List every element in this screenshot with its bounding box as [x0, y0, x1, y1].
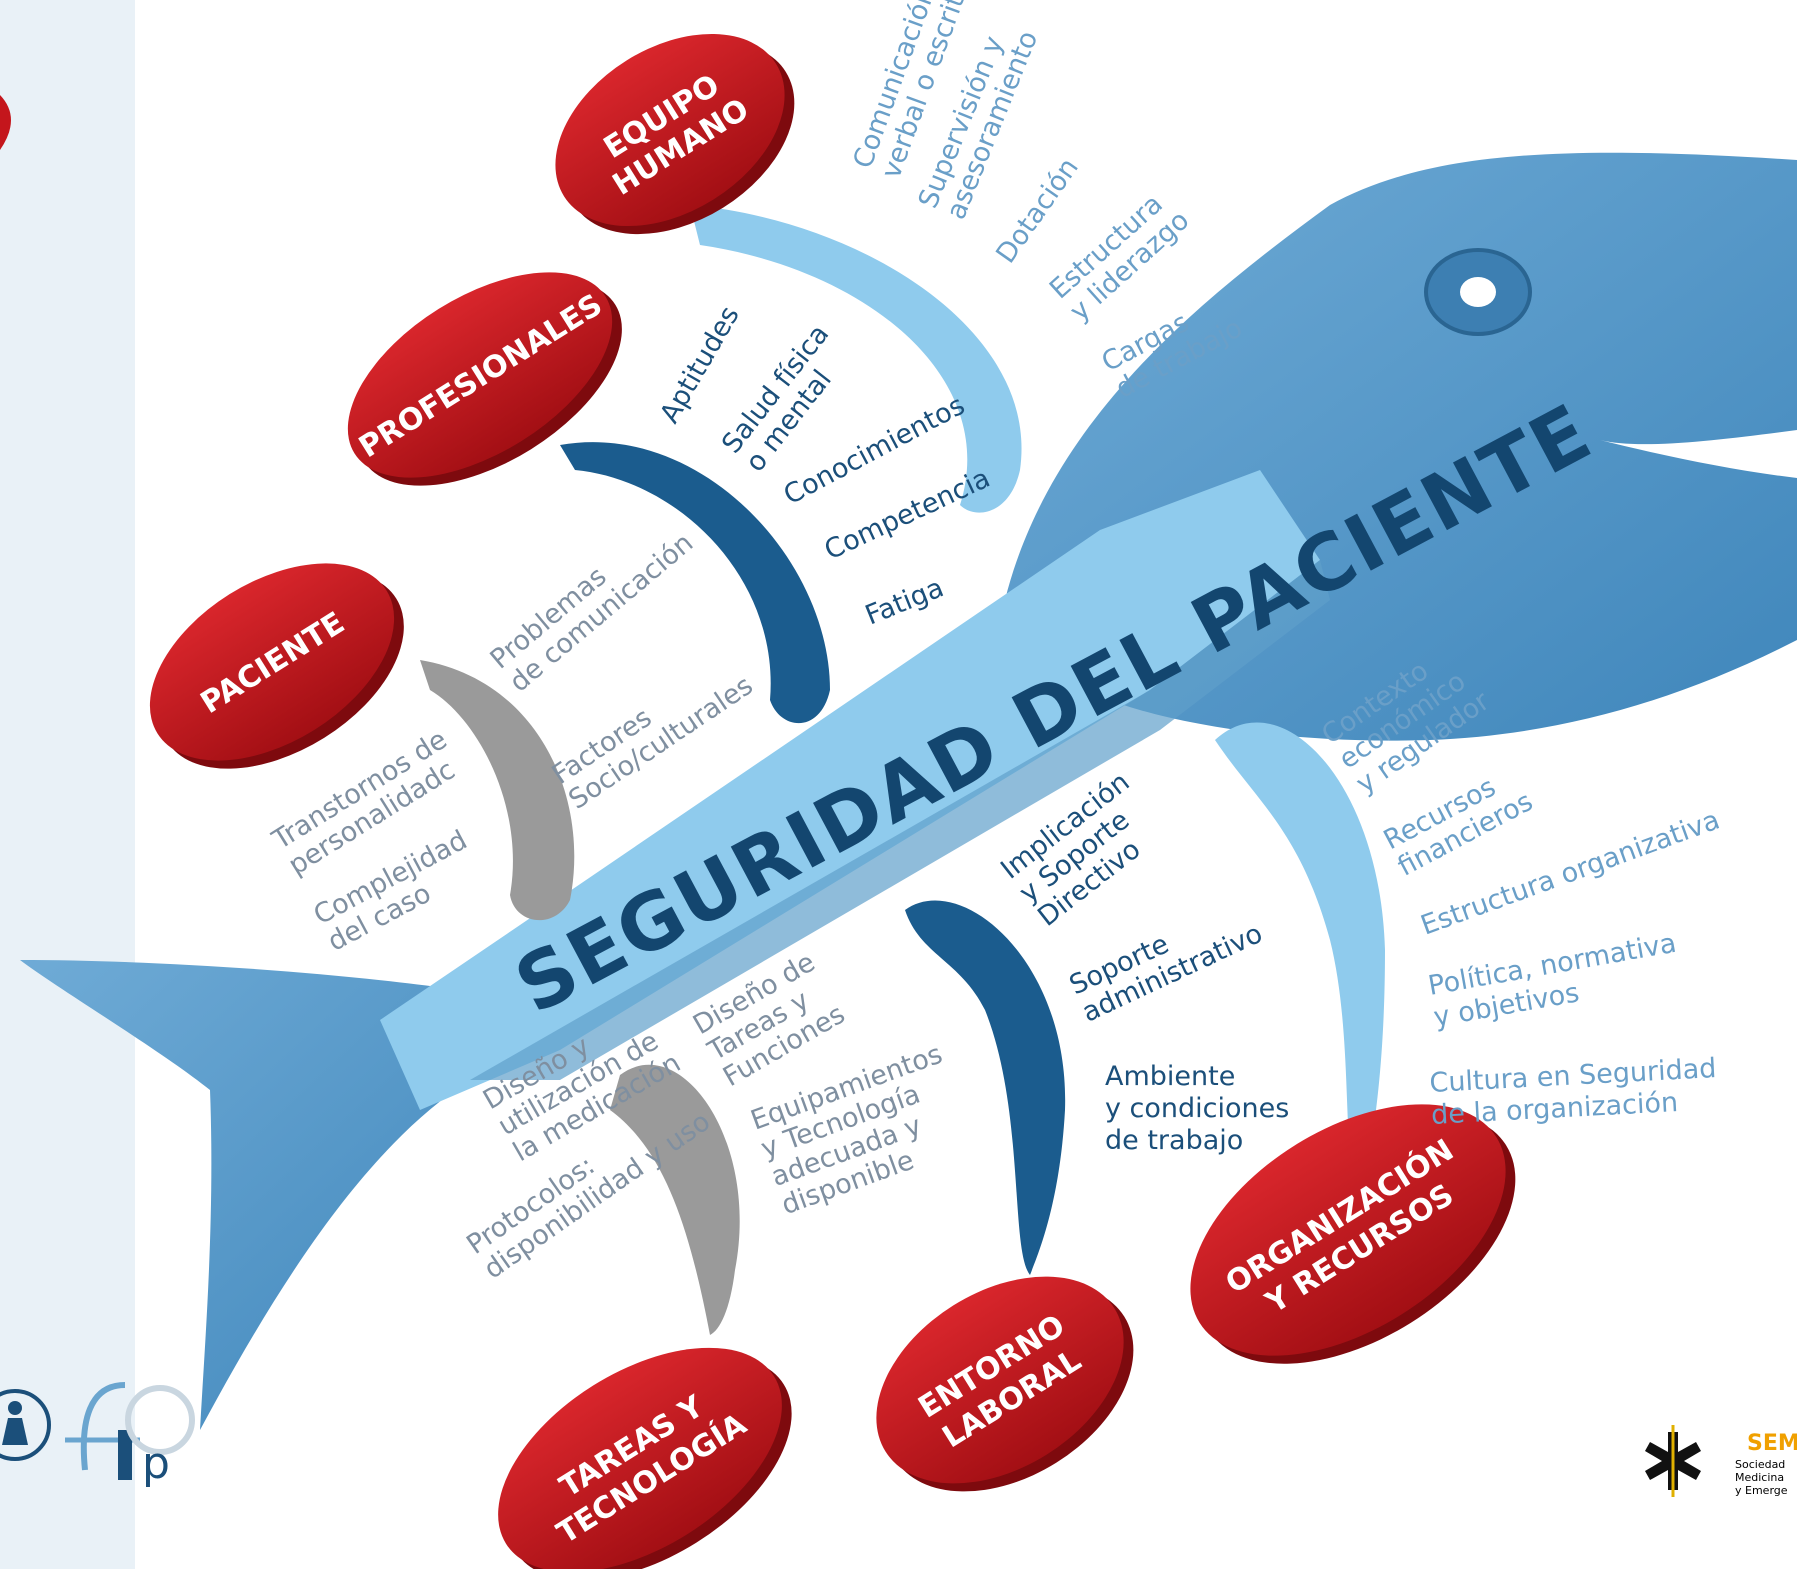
fidp-logo: p: [0, 1382, 195, 1489]
factor-org-recursos: Recursos financieros: [1379, 772, 1538, 883]
category-organizacion-recursos: ORGANIZACIÓN Y RECURSOS: [1190, 1104, 1516, 1364]
category-profesionales: PROFESIONALES: [347, 272, 622, 486]
bone-organizacion: [1215, 722, 1385, 1195]
sidebar-red-mark: [0, 95, 11, 150]
left-sidebar: [0, 0, 135, 1569]
category-tareas-tecnologia: TAREAS Y TECNOLOGÍA: [498, 1347, 792, 1569]
factor-equipo-dotacion: Dotación: [990, 153, 1084, 269]
bone-entorno: [905, 900, 1066, 1275]
factor-line: y condiciones: [1105, 1093, 1289, 1124]
factor-entorno-soporte: Soporte administrativo: [1065, 918, 1268, 1029]
bone-tareas: [610, 1064, 740, 1335]
factor-prof-aptitudes: Aptitudes: [654, 301, 745, 428]
factor-equipo-estructura: Estructura y liderazgo: [1044, 188, 1195, 327]
factor-line: Ambiente: [1105, 1061, 1235, 1092]
category-equipo-humano: EQUIPO HUMANO: [555, 33, 795, 235]
fish-tail: [20, 960, 520, 1430]
semes-logo-line: Medicina: [1735, 1471, 1784, 1484]
factor-org-cultura: Cultura en Seguridad de la organización: [1429, 1053, 1717, 1131]
bone-profesionales: [560, 442, 830, 724]
semes-logo-line: y Emerge: [1735, 1484, 1788, 1497]
category-paciente: PACIENTE: [149, 563, 404, 769]
factor-pac-problemas: Problemas de comunicación: [485, 527, 700, 698]
semes-logo-title: SEM: [1747, 1431, 1797, 1456]
factor-line: Fatiga: [861, 572, 948, 631]
semes-logo-line: Sociedad: [1735, 1458, 1785, 1471]
factor-entorno-ambiente: Ambiente y condiciones de trabajo: [1105, 1061, 1289, 1156]
factor-tareas-equipamientos: Equipamientos y Tecnología adecuada y di…: [747, 1039, 947, 1222]
bone-equipo-humano: [690, 205, 1022, 513]
category-entorno-laboral: ENTORNO LABORAL: [876, 1276, 1134, 1492]
bone-paciente: [420, 660, 575, 921]
factor-prof-fatiga: Fatiga: [861, 572, 948, 631]
factor-line: de trabajo: [1105, 1125, 1243, 1156]
factor-line: Aptitudes: [654, 301, 745, 428]
fish-spine: [380, 470, 1320, 1110]
factor-line: Dotación: [990, 153, 1084, 269]
semes-logo: SEM Sociedad Medicina y Emerge: [1640, 1405, 1797, 1515]
fidp-logo-text: p: [142, 1438, 170, 1489]
factor-org-politica: Política, normativa y objetivos: [1426, 928, 1679, 1034]
fish-eye-hole: [1460, 277, 1496, 307]
